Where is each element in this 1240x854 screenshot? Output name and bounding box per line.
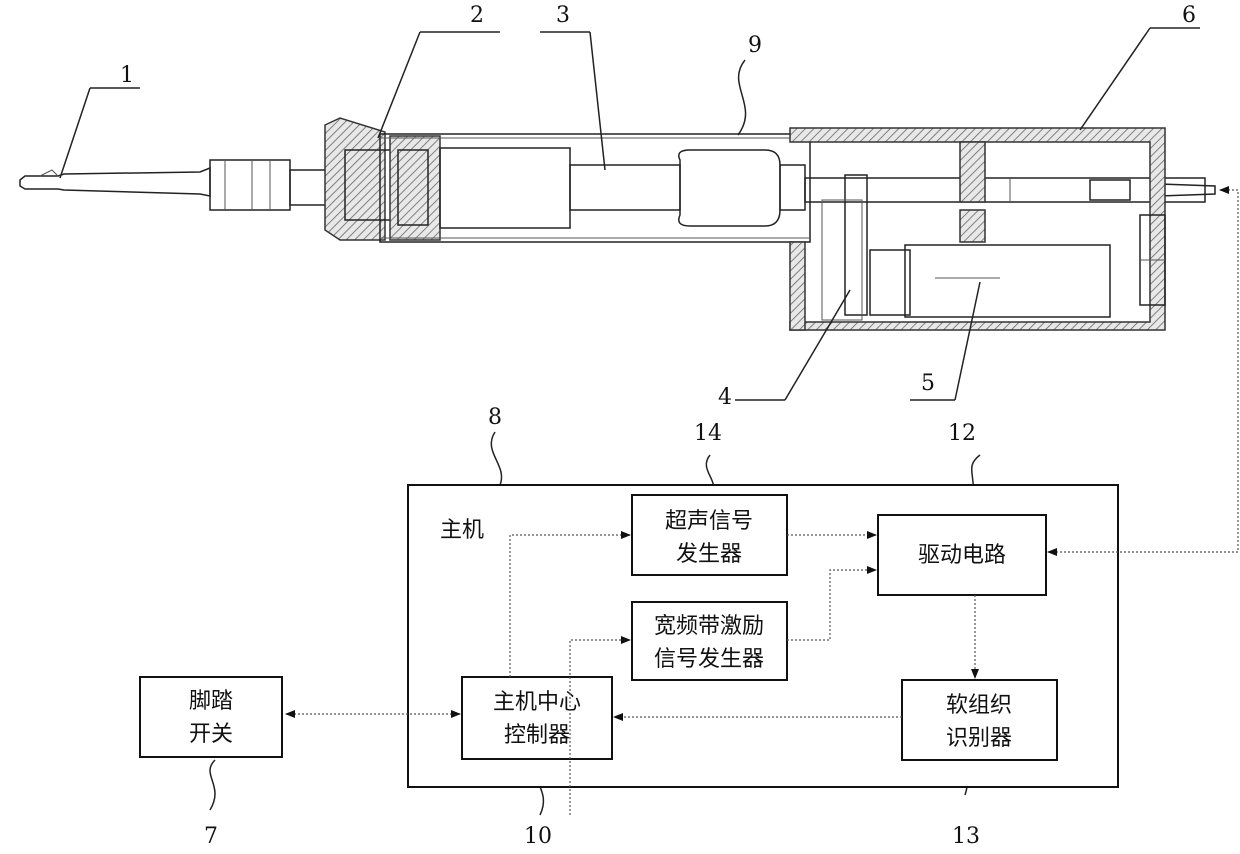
- host-controller-line1: 主机中心: [493, 690, 581, 715]
- drive-circuit-label: 驱动电路: [918, 543, 1006, 568]
- callout-4: 4: [718, 385, 732, 410]
- host-controller-line2: 控制器: [504, 723, 570, 748]
- callout-13: 13: [952, 824, 980, 849]
- ultrasonic-generator-line2: 发生器: [676, 542, 742, 567]
- callout-7: 7: [204, 824, 218, 849]
- motor-5: [905, 245, 1110, 317]
- callout-5: 5: [921, 371, 935, 396]
- callout-10: 10: [524, 824, 552, 849]
- callout-3: 3: [556, 3, 570, 28]
- foot-switch-line2: 开关: [189, 722, 233, 747]
- callout-1: 1: [120, 63, 134, 88]
- callout-9: 9: [748, 33, 762, 58]
- handpiece-drawing: [20, 118, 1215, 330]
- callout-12: 12: [948, 421, 976, 446]
- host-label: 主机: [440, 518, 484, 543]
- callout-2: 2: [470, 3, 484, 28]
- wideband-generator-line1: 宽频带激励: [654, 614, 764, 639]
- foot-switch-line1: 脚踏: [189, 689, 233, 714]
- ultrasonic-generator-line1: 超声信号: [665, 509, 753, 534]
- callout-6: 6: [1182, 3, 1196, 28]
- soft-tissue-identifier-line1: 软组织: [946, 693, 1012, 718]
- front-collar: [325, 118, 385, 240]
- wideband-generator-line2: 信号发生器: [654, 647, 764, 672]
- coupling: [210, 160, 290, 210]
- soft-tissue-identifier-line2: 识别器: [946, 726, 1012, 751]
- transducer-3: [440, 148, 570, 228]
- callout-14: 14: [694, 421, 722, 446]
- callout-8: 8: [488, 405, 502, 430]
